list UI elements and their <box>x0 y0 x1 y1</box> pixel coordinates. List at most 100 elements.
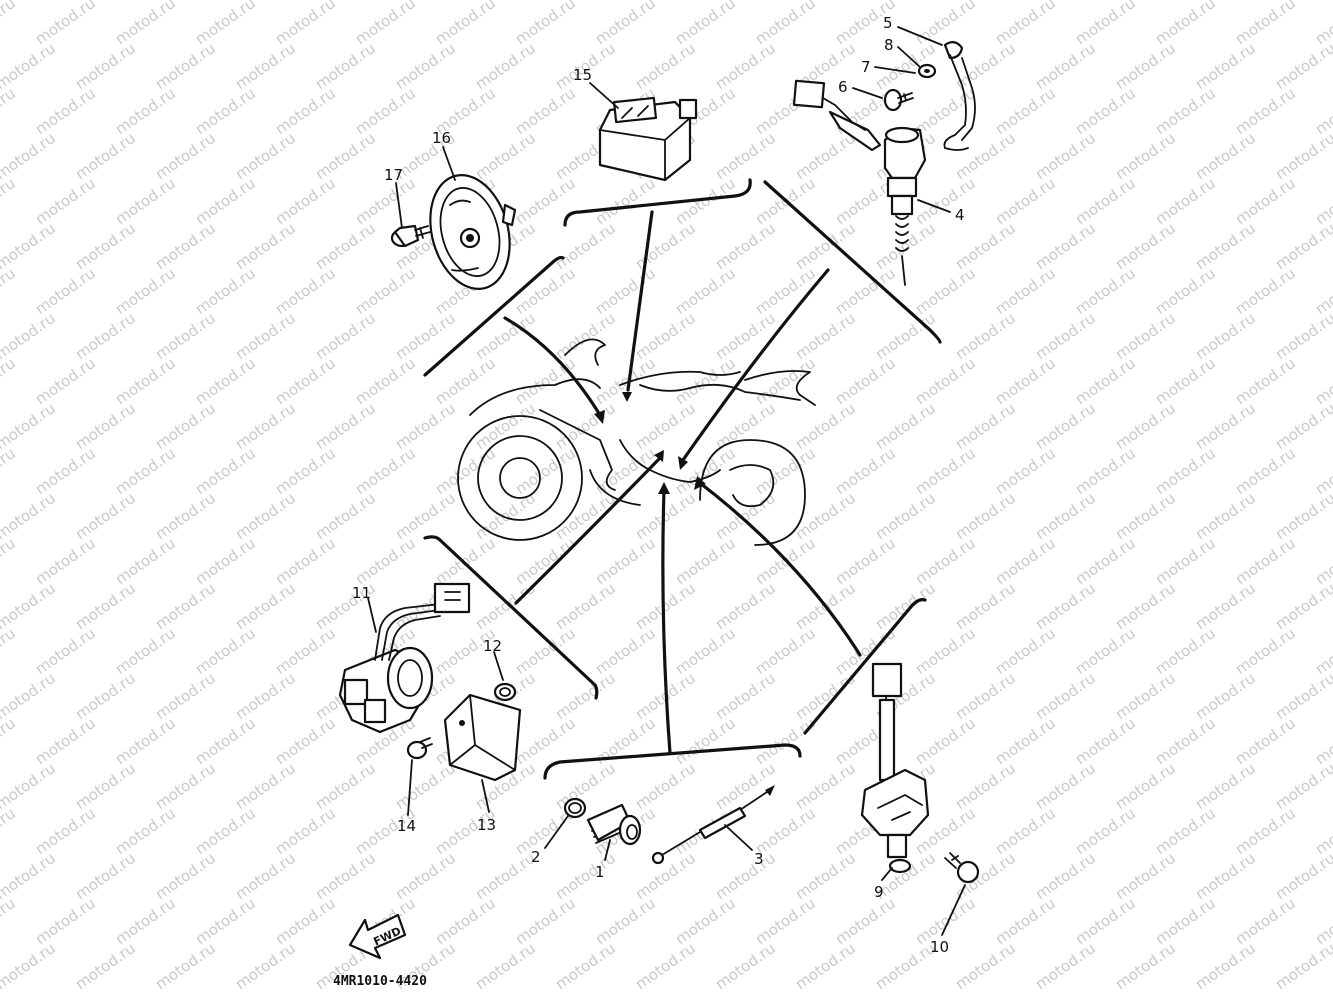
watermark-text: motod.ru <box>912 624 979 678</box>
watermark-text: motod.ru <box>32 714 99 768</box>
watermark-text: motod.ru <box>1312 894 1333 948</box>
watermark-text: motod.ru <box>592 264 659 318</box>
watermark-text: motod.ru <box>512 444 579 498</box>
watermark-text: motod.ru <box>992 804 1059 858</box>
watermark-text: motod.ru <box>632 39 699 93</box>
watermark-text: motod.ru <box>1232 444 1299 498</box>
watermark-text: motod.ru <box>152 219 219 273</box>
watermark-text: motod.ru <box>1232 264 1299 318</box>
watermark-text: motod.ru <box>1192 579 1259 633</box>
watermark-text: motod.ru <box>1272 759 1333 813</box>
watermark-text: motod.ru <box>152 129 219 183</box>
watermark-text: motod.ru <box>752 624 819 678</box>
cover-part-13 <box>443 693 522 782</box>
watermark-text: motod.ru <box>1072 624 1139 678</box>
screw-part-6 <box>883 88 914 112</box>
arrow-neutral <box>678 456 688 470</box>
watermark-text: motod.ru <box>1032 759 1099 813</box>
watermark-text: motod.ru <box>32 624 99 678</box>
watermark-text: motod.ru <box>1112 579 1179 633</box>
watermark-text: motod.ru <box>232 849 299 903</box>
watermark-text: motod.ru <box>232 579 299 633</box>
watermark-text: motod.ru <box>32 0 99 48</box>
leader-7 <box>874 66 916 74</box>
leader-pickup-coil <box>514 456 662 605</box>
watermark-text: motod.ru <box>872 489 939 543</box>
watermark-text: motod.ru <box>72 579 139 633</box>
watermark-text: motod.ru <box>952 399 1019 453</box>
watermark-text: motod.ru <box>552 579 619 633</box>
watermark-text: motod.ru <box>592 0 659 48</box>
watermark-text: motod.ru <box>32 264 99 318</box>
watermark-text: motod.ru <box>1032 579 1099 633</box>
callout-9: 9 <box>874 883 884 901</box>
watermark-text: motod.ru <box>232 399 299 453</box>
watermark-text: motod.ru <box>272 444 339 498</box>
bracket-speed-sensor <box>543 743 802 780</box>
watermark-text: motod.ru <box>1192 129 1259 183</box>
watermark-text: motod.ru <box>1072 354 1139 408</box>
watermark-text: motod.ru <box>152 849 219 903</box>
washer-hole-2 <box>568 802 582 814</box>
watermark-text: motod.ru <box>1112 309 1179 363</box>
watermark-text: motod.ru <box>1032 939 1099 993</box>
watermark-text: motod.ru <box>1192 219 1259 273</box>
watermark-text: motod.ru <box>672 624 739 678</box>
watermark-text: motod.ru <box>312 759 379 813</box>
watermark-text: motod.ru <box>1232 354 1299 408</box>
speed-sensor-part <box>586 803 642 846</box>
bracket-sidestand-switch <box>803 598 927 735</box>
watermark-text: motod.ru <box>952 219 1019 273</box>
watermark-text: motod.ru <box>832 354 899 408</box>
leader-neutral-switch <box>681 268 830 462</box>
watermark-text: motod.ru <box>752 0 819 48</box>
watermark-text: motod.ru <box>312 399 379 453</box>
watermark-text: motod.ru <box>1152 534 1219 588</box>
watermark-text: motod.ru <box>1272 849 1333 903</box>
callout-leaders <box>367 26 966 936</box>
watermark-text: motod.ru <box>792 939 859 993</box>
washer-hole-8 <box>924 69 930 73</box>
watermark-text: motod.ru <box>72 939 139 993</box>
bracket-relay <box>563 178 752 227</box>
watermark-text: motod.ru <box>632 849 699 903</box>
watermark-text: motod.ru <box>352 264 419 318</box>
leader-14 <box>407 759 413 816</box>
watermark-text: motod.ru <box>1232 804 1299 858</box>
watermark-text: motod.ru <box>592 534 659 588</box>
watermark-text: motod.ru <box>752 444 819 498</box>
watermark-text: motod.ru <box>272 894 339 948</box>
watermark-text: motod.ru <box>592 354 659 408</box>
watermark-text: motod.ru <box>152 939 219 993</box>
watermark-text: motod.ru <box>272 624 339 678</box>
watermark-text: motod.ru <box>872 939 939 993</box>
leader-15 <box>589 82 619 109</box>
watermark-text: motod.ru <box>192 0 259 48</box>
leader-lines <box>503 210 862 755</box>
watermark-text: motod.ru <box>0 624 19 678</box>
watermark-text: motod.ru <box>1312 804 1333 858</box>
watermark-text: motod.ru <box>1192 489 1259 543</box>
bracket-pickup-coil <box>423 535 599 700</box>
watermark-text: motod.ru <box>272 84 339 138</box>
watermark-text: motod.ru <box>472 939 539 993</box>
watermark-text: motod.ru <box>152 309 219 363</box>
watermark-text: motod.ru <box>72 399 139 453</box>
watermark-text: motod.ru <box>472 39 539 93</box>
watermark-text: motod.ru <box>232 129 299 183</box>
watermark-text: motod.ru <box>112 264 179 318</box>
watermark-text: motod.ru <box>1312 354 1333 408</box>
arrow-relay <box>622 392 632 402</box>
watermark-text: motod.ru <box>1072 84 1139 138</box>
watermark-text: motod.ru <box>552 399 619 453</box>
washer-part-2 <box>563 797 587 819</box>
watermark-text: motod.ru <box>992 714 1059 768</box>
watermark-text: motod.ru <box>432 894 499 948</box>
front-fork <box>539 409 616 491</box>
watermark-text: motod.ru <box>192 444 259 498</box>
watermark-text: motod.ru <box>232 939 299 993</box>
bracket-horn <box>423 255 565 377</box>
watermark-text: motod.ru <box>1232 624 1299 678</box>
watermark-text: motod.ru <box>312 309 379 363</box>
watermark-text: motod.ru <box>112 0 179 48</box>
